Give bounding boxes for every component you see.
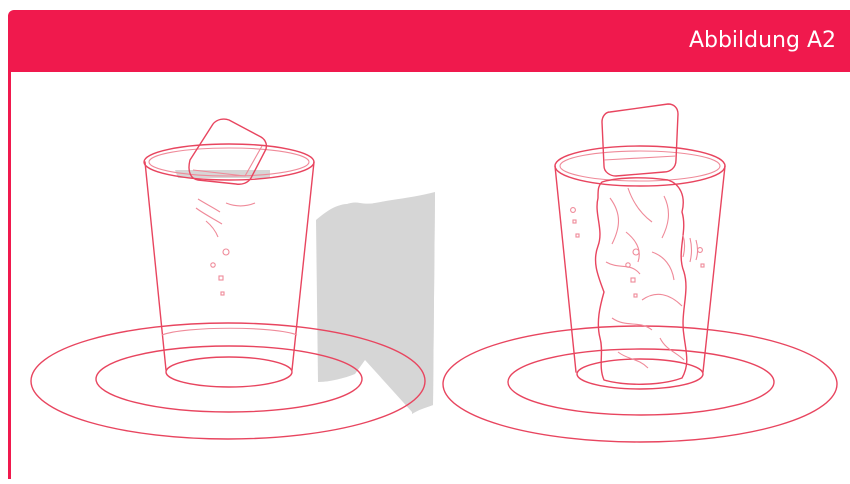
cup-rim-inner (148, 147, 310, 177)
right-scene (442, 103, 838, 443)
saucer-outer-rim-right (442, 325, 838, 443)
cup-rim-inner-right (559, 150, 721, 182)
figure-title: Abbildung A2 (688, 28, 836, 53)
melt-ripples (195, 198, 256, 238)
ice-cube (188, 118, 268, 185)
figure-header-bar: Abbildung A2 (8, 10, 850, 72)
cup-right-side-right (702, 165, 726, 373)
bubbles-right (570, 207, 705, 298)
panel-left-border (8, 70, 11, 479)
saucer-outer-rim (30, 322, 426, 440)
cup-left-side-right (554, 165, 577, 373)
cup-rim-outer (143, 143, 315, 181)
cup-left-side (144, 161, 167, 371)
cup-base (165, 356, 293, 388)
cup-right-side (291, 161, 315, 371)
left-scene (30, 118, 435, 440)
water-surface (161, 327, 298, 336)
experiment-illustration (11, 72, 850, 479)
bubbles-left (210, 248, 230, 296)
ice-cube-right (601, 103, 679, 177)
cup-shadow-body (316, 192, 435, 412)
crumpled-paper (594, 177, 688, 385)
saucer-inner-ring-right (507, 348, 775, 416)
cup-rim-outer-right (554, 145, 726, 187)
paper-creases (605, 187, 685, 369)
condensation-marks (682, 234, 699, 263)
cup-base-right (576, 358, 704, 390)
saucer-inner-ring (95, 345, 363, 413)
